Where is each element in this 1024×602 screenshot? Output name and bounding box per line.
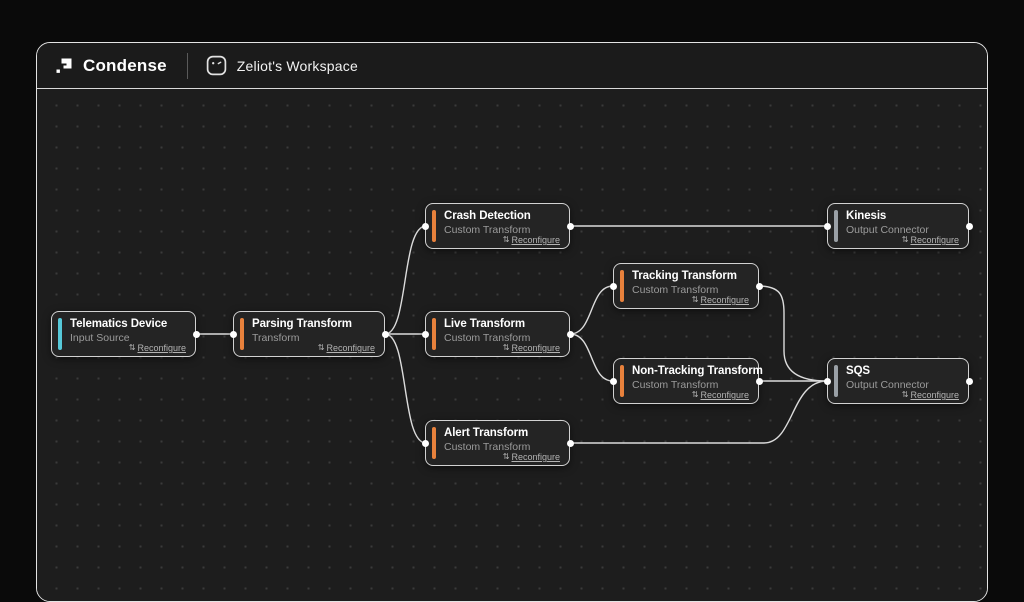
node-title: SQS (846, 365, 870, 377)
node-subtitle: Input Source (70, 332, 130, 344)
node-parsing-transform[interactable]: Parsing Transform Transform ⇅ Reconfigur… (229, 311, 389, 357)
input-port[interactable] (229, 331, 237, 338)
reconfigure-link[interactable]: ⇅ Reconfigure (503, 235, 560, 245)
reconfigure-label: Reconfigure (700, 390, 749, 400)
input-port[interactable] (421, 331, 429, 338)
input-port[interactable] (609, 378, 617, 385)
node-subtitle: Custom Transform (444, 441, 531, 453)
node-accent-bar (58, 318, 62, 350)
node-accent-bar (834, 365, 838, 397)
input-port[interactable] (421, 440, 429, 447)
swap-arrows-icon: ⇅ (901, 235, 909, 244)
node-title: Tracking Transform (632, 270, 737, 282)
output-port[interactable] (381, 331, 389, 338)
app-header: Condense Zeliot's Workspace (37, 43, 987, 89)
node-telematics-device[interactable]: Telematics Device Input Source ⇅ Reconfi… (51, 311, 200, 357)
node-title: Kinesis (846, 210, 887, 222)
swap-arrows-icon: ⇅ (502, 452, 510, 461)
reconfigure-link[interactable]: ⇅ Reconfigure (902, 235, 959, 245)
node-title: Live Transform (444, 318, 526, 330)
node-subtitle: Output Connector (846, 379, 929, 391)
node-crash-detection[interactable]: Crash Detection Custom Transform ⇅ Recon… (421, 203, 574, 249)
reconfigure-label: Reconfigure (910, 390, 959, 400)
output-port[interactable] (965, 223, 973, 230)
reconfigure-link[interactable]: ⇅ Reconfigure (129, 343, 186, 353)
node-title: Telematics Device (70, 318, 168, 330)
output-port[interactable] (566, 440, 574, 447)
node-accent-bar (834, 210, 838, 242)
output-port[interactable] (566, 223, 574, 230)
node-subtitle: Custom Transform (444, 224, 531, 236)
reconfigure-label: Reconfigure (910, 235, 959, 245)
reconfigure-label: Reconfigure (137, 343, 186, 353)
input-port[interactable] (421, 223, 429, 230)
reconfigure-link[interactable]: ⇅ Reconfigure (692, 295, 749, 305)
node-subtitle: Custom Transform (632, 379, 719, 391)
node-accent-bar (432, 318, 436, 350)
input-port[interactable] (823, 378, 831, 385)
reconfigure-label: Reconfigure (700, 295, 749, 305)
node-live-transform[interactable]: Live Transform Custom Transform ⇅ Reconf… (421, 311, 574, 357)
workspace-face-icon (206, 55, 227, 76)
reconfigure-link[interactable]: ⇅ Reconfigure (318, 343, 375, 353)
workspace-name: Zeliot's Workspace (236, 57, 358, 74)
reconfigure-link[interactable]: ⇅ Reconfigure (902, 390, 959, 400)
swap-arrows-icon: ⇅ (317, 343, 325, 352)
output-port[interactable] (965, 378, 973, 385)
swap-arrows-icon: ⇅ (128, 343, 136, 352)
output-port[interactable] (755, 378, 763, 385)
output-port[interactable] (755, 283, 763, 290)
node-accent-bar (620, 270, 624, 302)
node-title: Non-Tracking Transform (632, 365, 763, 377)
node-accent-bar (620, 365, 624, 397)
node-kinesis[interactable]: Kinesis Output Connector ⇅ Reconfigure (823, 203, 973, 249)
node-subtitle: Custom Transform (444, 332, 531, 344)
input-port[interactable] (609, 283, 617, 290)
output-port[interactable] (566, 331, 574, 338)
swap-arrows-icon: ⇅ (691, 295, 699, 304)
swap-arrows-icon: ⇅ (502, 343, 510, 352)
node-accent-bar (432, 427, 436, 459)
header-divider (186, 52, 188, 79)
node-subtitle: Transform (252, 332, 300, 344)
node-non-tracking-transform[interactable]: Non-Tracking Transform Custom Transform … (609, 358, 763, 404)
reconfigure-label: Reconfigure (511, 452, 560, 462)
pipeline-editor: Condense Zeliot's Workspace Telematics D… (36, 42, 988, 602)
reconfigure-label: Reconfigure (511, 343, 560, 353)
input-port[interactable] (823, 223, 831, 230)
node-accent-bar (240, 318, 244, 350)
node-subtitle: Custom Transform (632, 284, 719, 296)
reconfigure-link[interactable]: ⇅ Reconfigure (503, 452, 560, 462)
node-alert-transform[interactable]: Alert Transform Custom Transform ⇅ Recon… (421, 420, 574, 466)
reconfigure-label: Reconfigure (326, 343, 375, 353)
node-title: Crash Detection (444, 210, 531, 222)
node-accent-bar (432, 210, 436, 242)
node-tracking-transform[interactable]: Tracking Transform Custom Transform ⇅ Re… (609, 263, 763, 309)
reconfigure-label: Reconfigure (511, 235, 560, 245)
node-title: Parsing Transform (252, 318, 352, 330)
swap-arrows-icon: ⇅ (502, 235, 510, 244)
output-port[interactable] (192, 331, 200, 338)
swap-arrows-icon: ⇅ (901, 390, 909, 399)
node-subtitle: Output Connector (846, 224, 929, 236)
node-sqs[interactable]: SQS Output Connector ⇅ Reconfigure (823, 358, 973, 404)
reconfigure-link[interactable]: ⇅ Reconfigure (692, 390, 749, 400)
swap-arrows-icon: ⇅ (691, 390, 699, 399)
reconfigure-link[interactable]: ⇅ Reconfigure (503, 343, 560, 353)
brand-name: Condense (83, 55, 167, 75)
condense-logo-icon (56, 58, 72, 73)
node-title: Alert Transform (444, 427, 529, 439)
